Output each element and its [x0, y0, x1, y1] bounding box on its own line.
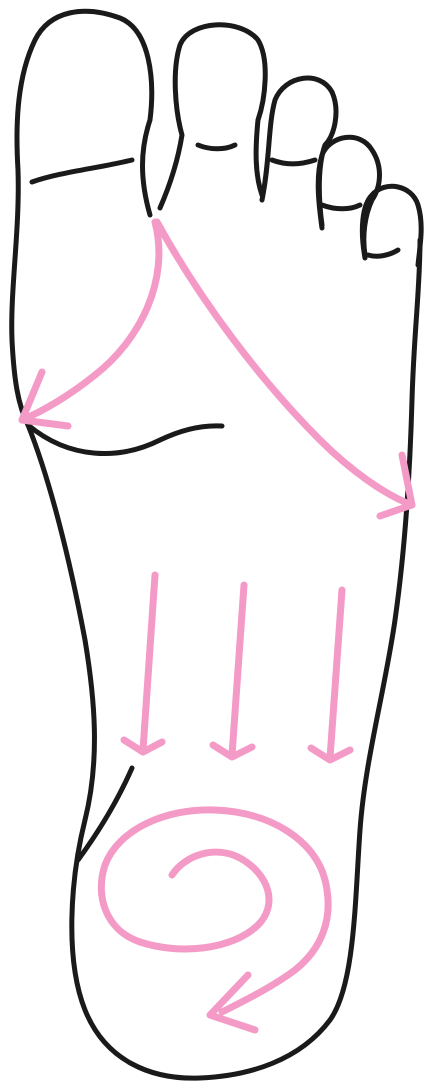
stroke-arch-outer: [330, 590, 342, 758]
second-toe: [160, 25, 265, 208]
stroke-ball-to-outer-edge: [157, 222, 412, 505]
stroke-heel-spiral: [101, 810, 328, 1012]
foot-outline: [12, 11, 421, 1078]
third-toe-crease: [272, 160, 315, 164]
little-toe-crease: [368, 250, 398, 256]
stroke-arch-middle: [232, 585, 244, 755]
stroke-ball-to-outer-edge-head: [380, 455, 412, 516]
big-toe-crease: [32, 160, 132, 182]
second-toe-crease: [198, 145, 235, 149]
stroke-ball-to-inner-edge: [22, 222, 159, 420]
fourth-toe-crease: [322, 205, 360, 209]
ball-of-foot-crease: [28, 425, 222, 454]
stroke-heel-spiral-head: [210, 975, 255, 1030]
stroke-arch-inner: [143, 575, 155, 750]
